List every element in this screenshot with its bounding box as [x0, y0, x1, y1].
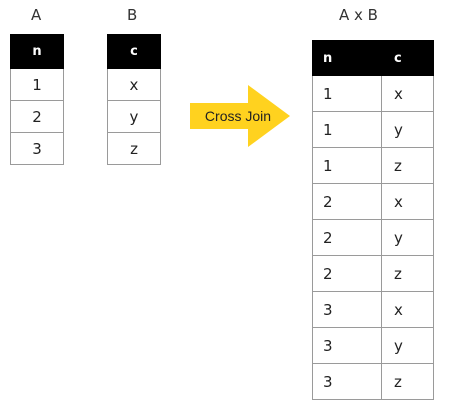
table-cell: 2	[10, 100, 64, 133]
table-row: 3 x	[312, 291, 434, 328]
table-cell: 1	[312, 75, 382, 112]
table-cell: x	[381, 75, 434, 112]
table-cell: z	[107, 132, 161, 165]
table-b-title: B	[127, 6, 138, 24]
table-cell: 3	[312, 327, 382, 364]
table-cell: 1	[312, 147, 382, 184]
arrow-shape	[190, 85, 290, 147]
result-header-c: c	[381, 40, 434, 76]
table-row: 3	[10, 132, 64, 165]
table-a-header: n	[10, 34, 64, 69]
table-cell: 2	[312, 219, 382, 256]
table-cell: 1	[312, 111, 382, 148]
table-cell: 1	[10, 68, 64, 101]
table-b: c x y z	[107, 34, 161, 165]
table-cell: 2	[312, 183, 382, 220]
table-row: z	[107, 132, 161, 165]
table-a-title: A	[31, 6, 42, 24]
table-cell: y	[381, 219, 434, 256]
result-table: n c 1 x 1 y 1 z 2 x 2 y 2 z 3 x	[312, 40, 434, 400]
table-b-header: c	[107, 34, 161, 69]
table-row: 2	[10, 100, 64, 133]
table-cell: y	[107, 100, 161, 133]
table-cell: y	[381, 111, 434, 148]
table-cell: z	[381, 147, 434, 184]
table-row: 2 x	[312, 183, 434, 220]
table-row: 2 z	[312, 255, 434, 292]
table-row: 1 x	[312, 75, 434, 112]
table-cell: y	[381, 327, 434, 364]
result-title: A x B	[339, 6, 378, 24]
table-row: 1 y	[312, 111, 434, 148]
table-a: n 1 2 3	[10, 34, 64, 165]
table-row: 2 y	[312, 219, 434, 256]
table-row: y	[107, 100, 161, 133]
table-row: 1	[10, 68, 64, 101]
table-cell: z	[381, 255, 434, 292]
cross-join-arrow: Cross Join	[190, 85, 290, 147]
table-cell: 2	[312, 255, 382, 292]
table-cell: z	[381, 363, 434, 400]
table-cell: x	[381, 291, 434, 328]
table-row: 3 y	[312, 327, 434, 364]
cross-join-label: Cross Join	[205, 108, 271, 124]
table-cell: x	[107, 68, 161, 101]
table-row: 1 z	[312, 147, 434, 184]
table-cell: 3	[312, 291, 382, 328]
result-header-n: n	[312, 40, 382, 76]
table-row: x	[107, 68, 161, 101]
table-row: 3 z	[312, 363, 434, 400]
table-cell: 3	[312, 363, 382, 400]
table-cell: x	[381, 183, 434, 220]
table-cell: 3	[10, 132, 64, 165]
